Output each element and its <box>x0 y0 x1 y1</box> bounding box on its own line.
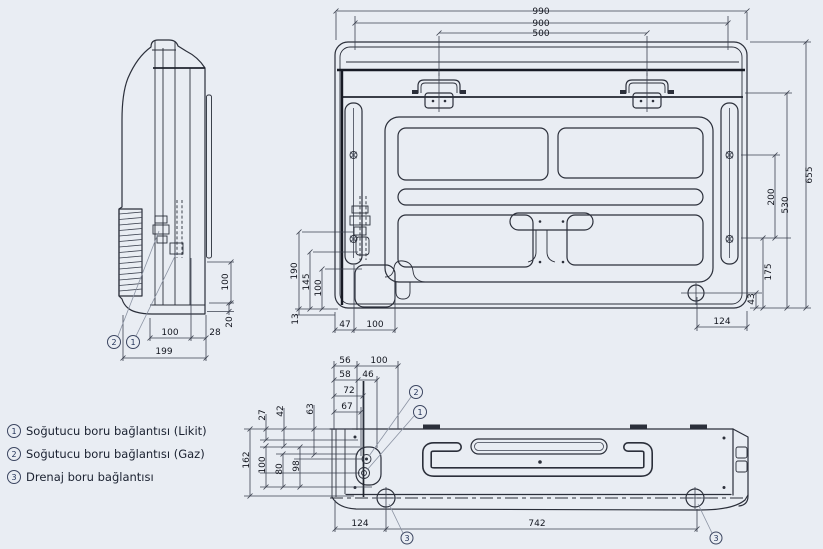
dim-500: 500 <box>532 29 549 39</box>
drain-pan <box>354 264 396 308</box>
grille-louvers <box>118 208 143 297</box>
legend-item-gas: 2 Soğutucu boru bağlantısı (Gaz) <box>7 447 205 461</box>
pipe-fittings-side <box>152 215 184 255</box>
pipe-fittings-front <box>349 196 371 260</box>
bottom-view: 56 100 58 46 72 67 27 42 63 162 100 80 <box>242 356 749 545</box>
pipe-routing-channel <box>422 438 653 477</box>
svg-text:2: 2 <box>11 450 16 459</box>
mounting-hook-right <box>620 73 674 112</box>
dim-side-100h: 100 <box>161 328 178 338</box>
dim-100-top: 100 <box>370 356 387 366</box>
wall-plate-edge <box>206 94 212 259</box>
dim-200: 200 <box>767 188 777 205</box>
pipe-pocket <box>355 381 382 497</box>
mounting-hook-left <box>412 73 466 112</box>
dim-530: 530 <box>781 196 791 213</box>
dim-145: 145 <box>302 273 312 290</box>
front-view: 990 900 500 655 530 200 175 43 124 <box>290 7 815 333</box>
dim-655: 655 <box>805 166 815 183</box>
dim-162: 162 <box>242 451 252 468</box>
drain-hole-front <box>681 283 762 305</box>
legend-label: Soğutucu boru bağlantısı (Gaz) <box>26 447 205 461</box>
dim-63: 63 <box>306 403 316 414</box>
marker-drain-right: 3 <box>709 531 723 545</box>
side-view: 100 20 100 28 199 2 1 <box>107 39 235 361</box>
dim-100-left: 100 <box>258 456 268 473</box>
dim-43: 43 <box>747 293 757 304</box>
dim-100-front: 100 <box>314 279 324 296</box>
svg-text:3: 3 <box>404 534 409 543</box>
svg-text:1: 1 <box>130 338 135 347</box>
mount-tab <box>423 424 440 429</box>
dim-58: 58 <box>339 370 351 380</box>
marker-gas-side: 2 <box>107 335 121 349</box>
marker-drain-left: 3 <box>400 531 414 545</box>
dim-72: 72 <box>343 386 354 396</box>
svg-text:2: 2 <box>111 338 116 347</box>
dim-124-front: 124 <box>713 317 730 327</box>
dim-42: 42 <box>276 405 286 416</box>
marker-gas-bottom: 2 <box>409 385 423 399</box>
dim-990: 990 <box>532 7 549 17</box>
dim-67: 67 <box>341 402 352 412</box>
mounting-hole-marker <box>725 235 734 243</box>
dim-100b: 100 <box>366 320 383 330</box>
dim-side-20: 20 <box>225 316 235 328</box>
mount-tab <box>630 424 647 429</box>
svg-text:3: 3 <box>11 473 16 482</box>
legend-label: Drenaj boru bağlantısı <box>26 470 154 484</box>
dim-13: 13 <box>291 313 301 324</box>
mount-tab <box>690 424 707 429</box>
dim-side-100v: 100 <box>221 273 231 290</box>
dim-side-199: 199 <box>155 347 172 357</box>
dim-47: 47 <box>339 320 350 330</box>
dim-46: 46 <box>362 370 374 380</box>
dim-80: 80 <box>275 463 285 475</box>
dim-56: 56 <box>339 356 351 366</box>
drain-hole-right <box>681 487 709 509</box>
dim-175: 175 <box>764 263 774 280</box>
mounting-hole-marker <box>725 151 734 159</box>
dim-900: 900 <box>532 19 549 29</box>
legend-label: Soğutucu boru bağlantısı (Likit) <box>26 424 207 438</box>
dim-98: 98 <box>292 460 302 472</box>
svg-text:1: 1 <box>11 427 16 436</box>
legend-item-drain: 3 Drenaj boru bağlantısı <box>7 470 154 484</box>
svg-text:3: 3 <box>713 534 718 543</box>
back-panel <box>384 116 714 300</box>
marker-liquid-side: 1 <box>126 335 140 349</box>
dim-190: 190 <box>290 262 300 279</box>
dim-742: 742 <box>528 519 545 529</box>
dim-124-bottom: 124 <box>351 519 368 529</box>
mount-slot-left <box>344 102 363 265</box>
svg-text:1: 1 <box>417 408 422 417</box>
mount-slot-right <box>720 102 739 265</box>
dim-side-28: 28 <box>209 328 221 338</box>
dim-27: 27 <box>258 409 268 420</box>
legend: 1 Soğutucu boru bağlantısı (Likit) 2 Soğ… <box>7 424 207 484</box>
drain-hole-left <box>372 487 400 509</box>
mounting-hole-marker <box>349 151 358 159</box>
svg-text:2: 2 <box>413 388 418 397</box>
legend-item-liquid: 1 Soğutucu boru bağlantısı (Likit) <box>7 424 207 438</box>
marker-liquid-bottom: 1 <box>413 405 427 419</box>
